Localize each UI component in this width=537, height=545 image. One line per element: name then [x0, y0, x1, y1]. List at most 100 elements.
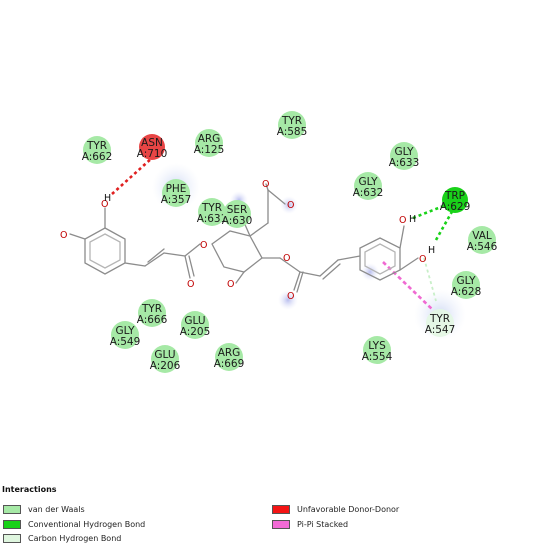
residue-disc — [468, 226, 496, 254]
legend-item-carbon-hbond: Carbon Hydrogen Bond — [3, 532, 121, 544]
interaction-lines — [111, 157, 456, 311]
residue-name: SER — [227, 204, 248, 216]
carbon-hbond-line — [423, 257, 437, 302]
halo-atom-d — [361, 263, 379, 281]
residue-name: GLY — [456, 275, 476, 287]
oxygen-label: O — [283, 253, 290, 264]
residue-number: A:549 — [110, 336, 141, 348]
ligand — [69, 183, 419, 293]
oxygen-label: O — [101, 199, 108, 210]
oxygen-label: O — [200, 240, 207, 251]
residue-number: A:629 — [440, 201, 471, 213]
residue-disc — [139, 134, 165, 160]
residue-name: ARG — [218, 347, 241, 359]
legend-label: Unfavorable Donor-Donor — [297, 504, 400, 514]
residue-name: PHE — [166, 183, 187, 195]
legend: Interactions van der Waals Conventional … — [0, 483, 537, 545]
residue-name: TYR — [86, 140, 107, 152]
residue-disc — [390, 142, 418, 170]
residue-number: A:357 — [161, 194, 192, 206]
legend-title: Interactions — [2, 485, 57, 494]
legend-swatch — [3, 504, 21, 514]
oxygen-label: O — [287, 200, 294, 211]
oxygen-label: O — [287, 291, 294, 302]
residue-disc — [426, 309, 454, 337]
oxygen-label: O — [60, 230, 67, 241]
hydrogen-labels: H H H — [104, 193, 435, 256]
residue-number: A:585 — [277, 126, 308, 138]
residue-name: LYS — [368, 340, 386, 352]
residue-disc — [442, 187, 468, 213]
legend-label: van der Waals — [28, 504, 85, 514]
residue-number: A:633 — [389, 157, 420, 169]
residue-layer: TYRA:662ASNA:710ARGA:125TYRA:585GLYA:633… — [82, 111, 498, 373]
residue-number: A:206 — [150, 360, 181, 372]
residue-name: ARG — [198, 133, 221, 145]
residue-name: GLY — [115, 325, 135, 337]
residue-number: A:632 — [353, 187, 384, 199]
residue-name: TYR — [429, 313, 450, 325]
residue-name: TYR — [201, 202, 222, 214]
oxygen-label: O — [399, 215, 406, 226]
legend-item-hbond: Conventional Hydrogen Bond — [3, 518, 145, 530]
legend-swatch — [272, 504, 290, 514]
residue-disc — [138, 299, 166, 327]
residue-name: ASN — [141, 137, 163, 149]
residue-number: A:710 — [137, 148, 168, 160]
interaction-diagram: O O O O O O O O O O O H H H TYRA:662ASNA… — [60, 111, 498, 373]
legend-swatch — [272, 519, 290, 529]
residue-disc — [195, 129, 223, 157]
legend-item-vdw: van der Waals — [3, 503, 85, 515]
hydrogen-label: H — [428, 245, 435, 256]
residue-disc — [363, 336, 391, 364]
hydrogen-label: H — [409, 214, 416, 225]
residue-number: A:628 — [451, 286, 482, 298]
residue-number: A:547 — [425, 324, 456, 336]
residue-number: A:666 — [137, 314, 168, 326]
oxygen-label: O — [419, 254, 426, 265]
hydrogen-label: H — [104, 193, 111, 204]
residue-number: A:631 — [197, 213, 228, 225]
legend-label: Conventional Hydrogen Bond — [28, 519, 146, 529]
residue-disc — [354, 172, 382, 200]
residue-name: TYR — [141, 303, 162, 315]
residue-disc — [162, 179, 190, 207]
residue-name: GLY — [358, 176, 378, 188]
residue-number: A:669 — [214, 358, 245, 370]
residue-disc — [83, 136, 111, 164]
residue-disc — [278, 111, 306, 139]
residue-disc — [223, 200, 251, 228]
oxygen-extra: O — [419, 254, 426, 265]
residue-disc — [181, 311, 209, 339]
residue-number: A:662 — [82, 151, 113, 163]
residue-disc — [452, 271, 480, 299]
legend-label: Pi-Pi Stacked — [297, 519, 349, 529]
residue-disc — [111, 321, 139, 349]
residue-name: GLU — [154, 349, 175, 361]
residue-number: A:125 — [194, 144, 225, 156]
halo-atom-c — [278, 290, 298, 310]
oxygen-label: O — [262, 179, 269, 190]
residue-number: A:205 — [180, 326, 211, 338]
residue-number: A:630 — [222, 215, 253, 227]
halo-atom-b — [280, 196, 298, 214]
atom-labels: O O O O O O O O O O — [60, 179, 406, 302]
residue-number: A:554 — [362, 351, 393, 363]
